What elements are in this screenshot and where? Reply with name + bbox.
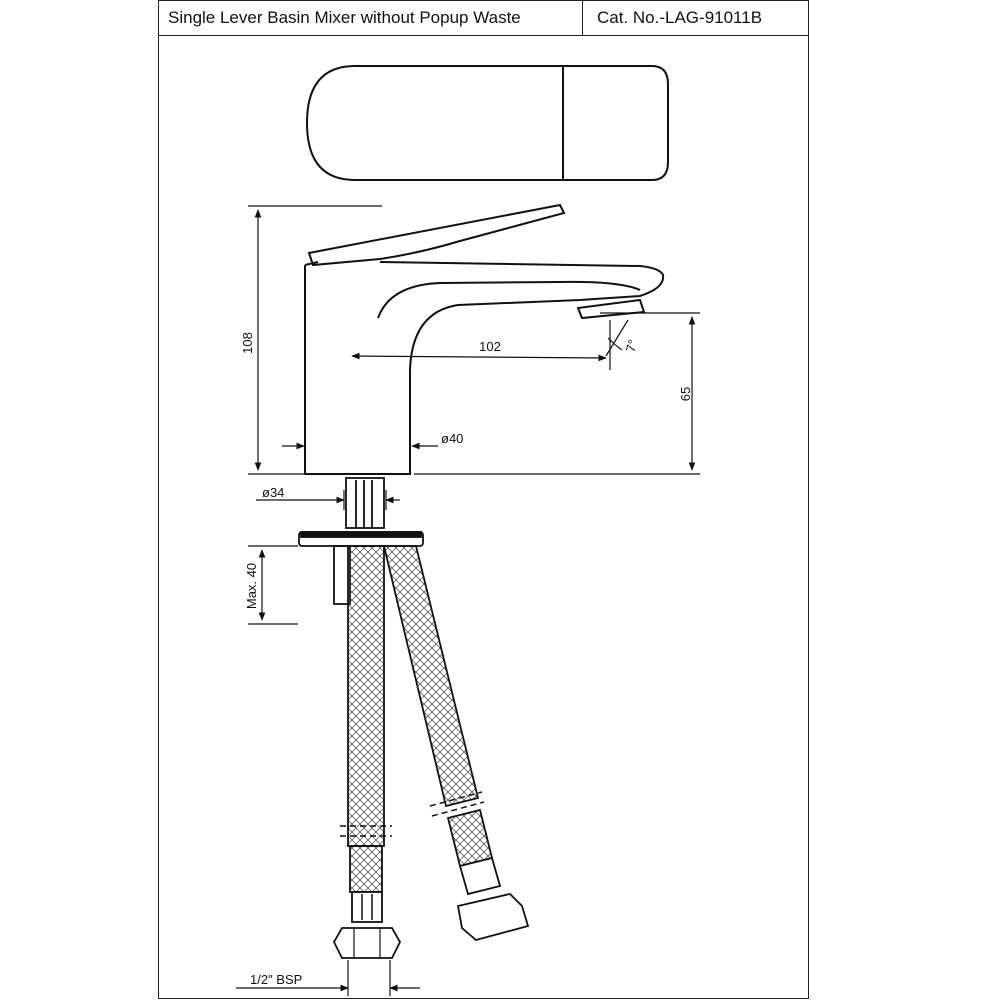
hose-left [332,545,402,959]
dim-base-diameter-label: ø34 [262,485,284,500]
aerator [576,298,646,320]
dim-body-diameter-label: ø40 [441,431,463,446]
product-name: Single Lever Basin Mixer without Popup W… [158,0,583,35]
hex-nut-right [456,893,530,941]
dim-max-thickness-label: Max. 40 [244,563,259,609]
hose-ferrule-left [351,891,383,923]
faucet-side-view [304,203,665,475]
mounting-shank [345,477,385,529]
hose-right [382,545,530,941]
dim-height-label: 108 [240,332,255,354]
catalog-number: Cat. No.-LAG-91011B [597,7,763,27]
hex-nut-left [332,927,402,959]
hose-ferrule-right [458,856,502,896]
dim-spout-height-label: 65 [678,387,693,401]
dim-angle-label: 7° [623,338,641,354]
dim-thread-label: 1/2" BSP [250,972,302,987]
faucet-body [304,261,665,475]
drawing-frame [158,0,809,999]
mounting-assembly [298,477,424,605]
title-block: Single Lever Basin Mixer without Popup W… [158,0,809,36]
top-view [305,65,669,181]
dimension-lines [236,205,700,996]
lever [307,203,566,267]
dim-reach-label: 102 [479,339,501,354]
